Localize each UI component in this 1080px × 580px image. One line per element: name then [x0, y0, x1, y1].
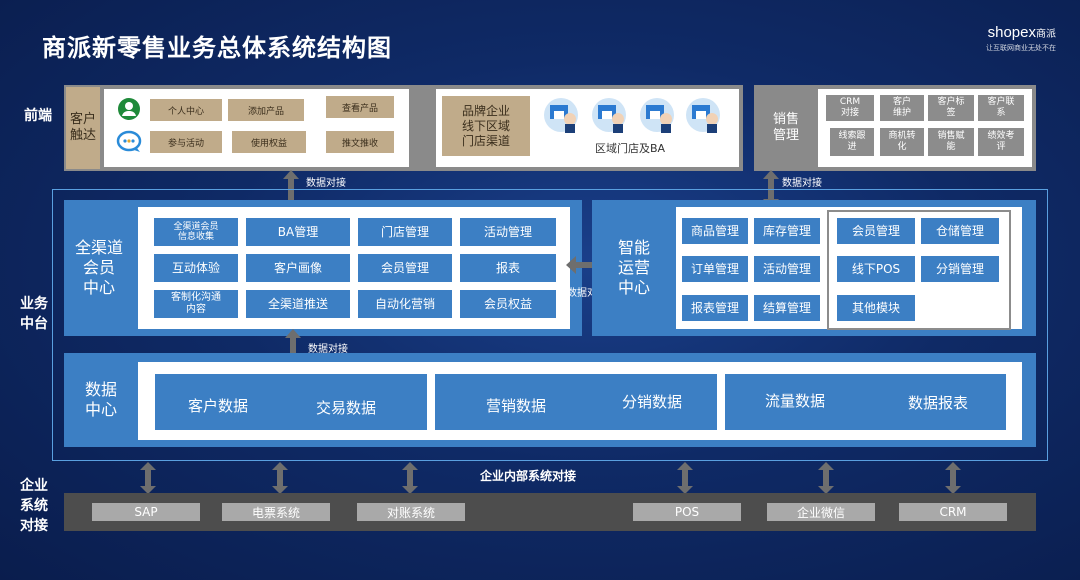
label-front: 前端 [24, 108, 52, 124]
ops-center-title: 智能 运营 中心 [596, 200, 672, 336]
data-group-traffic [725, 374, 1006, 430]
mc-item-store[interactable]: 门店管理 [358, 218, 452, 246]
ops-item-other[interactable]: 其他模块 [837, 295, 915, 321]
store-icon [592, 98, 626, 133]
chat-icon [116, 130, 142, 154]
label-enterprise: 企业 系统 对接 [20, 478, 48, 534]
horizontal-arrow [566, 256, 608, 278]
store-icon [686, 98, 720, 133]
mc-item-ba[interactable]: BA管理 [246, 218, 350, 246]
ops-item-member[interactable]: 会员管理 [837, 218, 915, 244]
sales-item-customer-contact[interactable]: 客户联 系 [978, 95, 1024, 121]
mc-item-activity[interactable]: 活动管理 [460, 218, 556, 246]
enterprise-bar [64, 493, 1036, 531]
mc-item-custom-content[interactable]: 客制化沟通 内容 [154, 290, 238, 318]
data-item-reports[interactable]: 数据报表 [908, 394, 969, 412]
mc-item-push[interactable]: 全渠道推送 [246, 290, 350, 318]
system-invoice[interactable]: 电票系统 [222, 503, 330, 521]
brand-logo: shopex商派 让互联网商业无处不在 [986, 24, 1056, 53]
sales-item-performance[interactable]: 绩效考 评 [978, 128, 1024, 156]
sales-mgmt-label: 销售 管理 [772, 112, 799, 143]
sales-item-crm[interactable]: CRM 对接 [826, 95, 874, 121]
ops-item-offline-pos[interactable]: 线下POS [837, 256, 915, 282]
store-icon [544, 98, 578, 133]
vertical-arrow [285, 329, 301, 377]
brand-name: shopex [987, 24, 1036, 41]
system-sap[interactable]: SAP [92, 503, 200, 521]
mc-item-collect[interactable]: 全渠道会员 信息收集 [154, 218, 238, 246]
mc-item-benefits[interactable]: 会员权益 [460, 290, 556, 318]
ops-modules-group [827, 210, 1011, 330]
user-icon [118, 98, 140, 120]
ops-item-product[interactable]: 商品管理 [682, 218, 748, 244]
vertical-arrow [945, 462, 961, 498]
btn-use-benefits[interactable]: 使用权益 [232, 131, 306, 153]
ops-item-report[interactable]: 报表管理 [682, 295, 748, 321]
vertical-arrow [402, 462, 418, 498]
ops-item-inventory[interactable]: 库存管理 [754, 218, 820, 244]
data-group-customer [155, 374, 427, 430]
data-center-title: 数据 中心 [64, 353, 138, 447]
system-wecom[interactable]: 企业微信 [767, 503, 875, 521]
data-link-label: 数据对接 [306, 178, 346, 189]
member-center-title: 全渠道 会员 中心 [64, 200, 134, 336]
enterprise-link-label: 企业内部系统对接 [480, 469, 577, 483]
vertical-arrow [140, 462, 156, 498]
sales-item-lead-follow[interactable]: 线索跟 进 [830, 128, 874, 156]
sales-item-customer-tag[interactable]: 客户标 签 [928, 95, 974, 121]
data-item-traffic[interactable]: 流量数据 [765, 392, 826, 410]
system-crm[interactable]: CRM [899, 503, 1007, 521]
data-group-marketing [435, 374, 717, 430]
middle-platform-frame [52, 189, 1048, 461]
mc-item-auto-marketing[interactable]: 自动化营销 [358, 290, 452, 318]
data-item-customer[interactable]: 客户数据 [188, 397, 249, 415]
vertical-arrow [272, 462, 288, 498]
system-reconcile[interactable]: 对账系统 [357, 503, 465, 521]
mc-item-member[interactable]: 会员管理 [358, 254, 452, 282]
ops-item-activity[interactable]: 活动管理 [754, 256, 820, 282]
ops-item-order[interactable]: 订单管理 [682, 256, 748, 282]
sales-item-opportunity[interactable]: 商机转 化 [880, 128, 924, 156]
vertical-arrow [677, 462, 693, 498]
page-title: 商派新零售业务总体系统结构图 [42, 34, 392, 62]
brand-suffix: 商派 [1036, 29, 1056, 40]
btn-join-activity[interactable]: 参与活动 [150, 131, 222, 153]
btn-push-receive[interactable]: 推文推收 [326, 131, 394, 153]
data-item-marketing[interactable]: 营销数据 [486, 397, 547, 415]
btn-add-product[interactable]: 添加产品 [228, 99, 304, 121]
stores-caption: 区域门店及BA [594, 142, 666, 155]
brand-channel-box: 品牌企业 线下区域 门店渠道 [442, 96, 530, 156]
vertical-arrow [818, 462, 834, 498]
btn-personal-center[interactable]: 个人中心 [150, 99, 222, 121]
sales-item-customer-maintain[interactable]: 客户 维护 [880, 95, 924, 121]
data-link-label-mid: 数据对接 [567, 288, 607, 299]
ops-item-warehouse[interactable]: 仓储管理 [921, 218, 999, 244]
label-middle: 业务 中台 [20, 296, 48, 332]
store-icon [640, 98, 674, 133]
ops-item-settlement[interactable]: 结算管理 [754, 295, 820, 321]
mc-item-interaction[interactable]: 互动体验 [154, 254, 238, 282]
sales-item-enablement[interactable]: 销售赋 能 [928, 128, 974, 156]
brand-slogan: 让互联网商业无处不在 [986, 44, 1056, 52]
data-item-transaction[interactable]: 交易数据 [316, 399, 377, 417]
store-icons [543, 97, 723, 133]
data-link-label-2: 数据对接 [308, 344, 348, 355]
system-pos[interactable]: POS [633, 503, 741, 521]
ops-item-distribution[interactable]: 分销管理 [921, 256, 999, 282]
mc-item-report[interactable]: 报表 [460, 254, 556, 282]
vertical-arrow [283, 170, 299, 218]
data-item-distribution[interactable]: 分销数据 [622, 393, 683, 411]
customer-touch-label: 客户 触达 [66, 87, 100, 169]
btn-view-product[interactable]: 查看产品 [326, 96, 394, 118]
data-link-label-right: 数据对接 [782, 178, 822, 189]
mc-item-portrait[interactable]: 客户画像 [246, 254, 350, 282]
